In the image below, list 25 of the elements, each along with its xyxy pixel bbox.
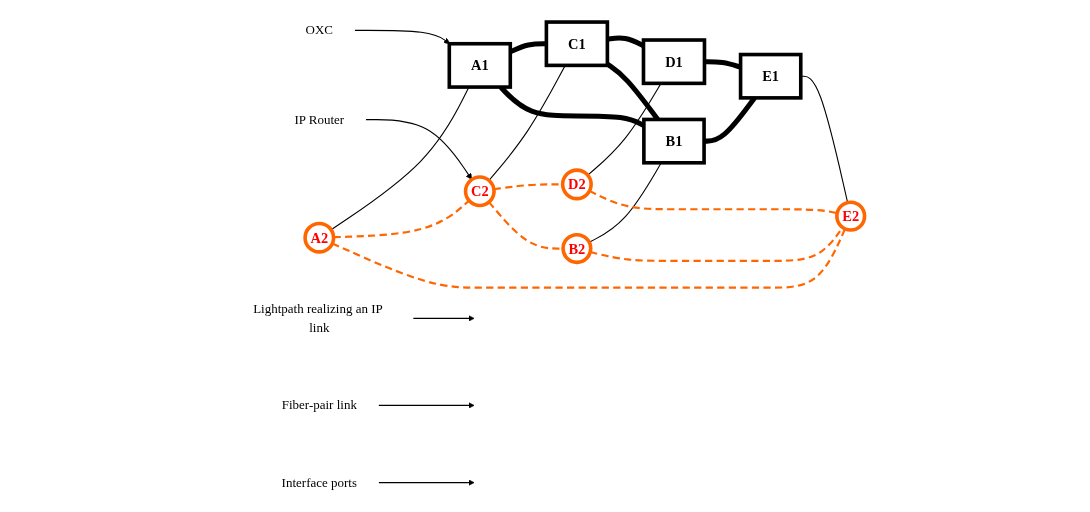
arrow [412, 314, 475, 322]
connector [587, 82, 662, 176]
node-text: Lightpath realizing an IP link [253, 300, 383, 335]
node-box: E1 [738, 52, 803, 100]
node-circle: C2 [463, 174, 496, 207]
node-box: D1 [641, 37, 707, 85]
node-text: Fiber-pair link [281, 397, 357, 412]
connector [331, 227, 847, 289]
connector [488, 64, 566, 181]
node-circle: A2 [303, 221, 336, 254]
node-text: Interface ports [281, 474, 358, 489]
connector [607, 34, 645, 48]
connector [330, 86, 470, 230]
arrow [354, 29, 451, 44]
node-circle: B2 [561, 232, 593, 264]
node-circle: D2 [560, 167, 593, 200]
node-box: C1 [544, 19, 610, 67]
node-box: B1 [642, 117, 706, 165]
arrow [378, 478, 475, 486]
arrow [365, 118, 473, 180]
arrow [378, 401, 475, 409]
node-circle: E2 [835, 200, 867, 232]
node-text: OXC [305, 22, 334, 37]
node-box: A1 [447, 41, 513, 89]
node-text: IP Router [294, 111, 345, 127]
